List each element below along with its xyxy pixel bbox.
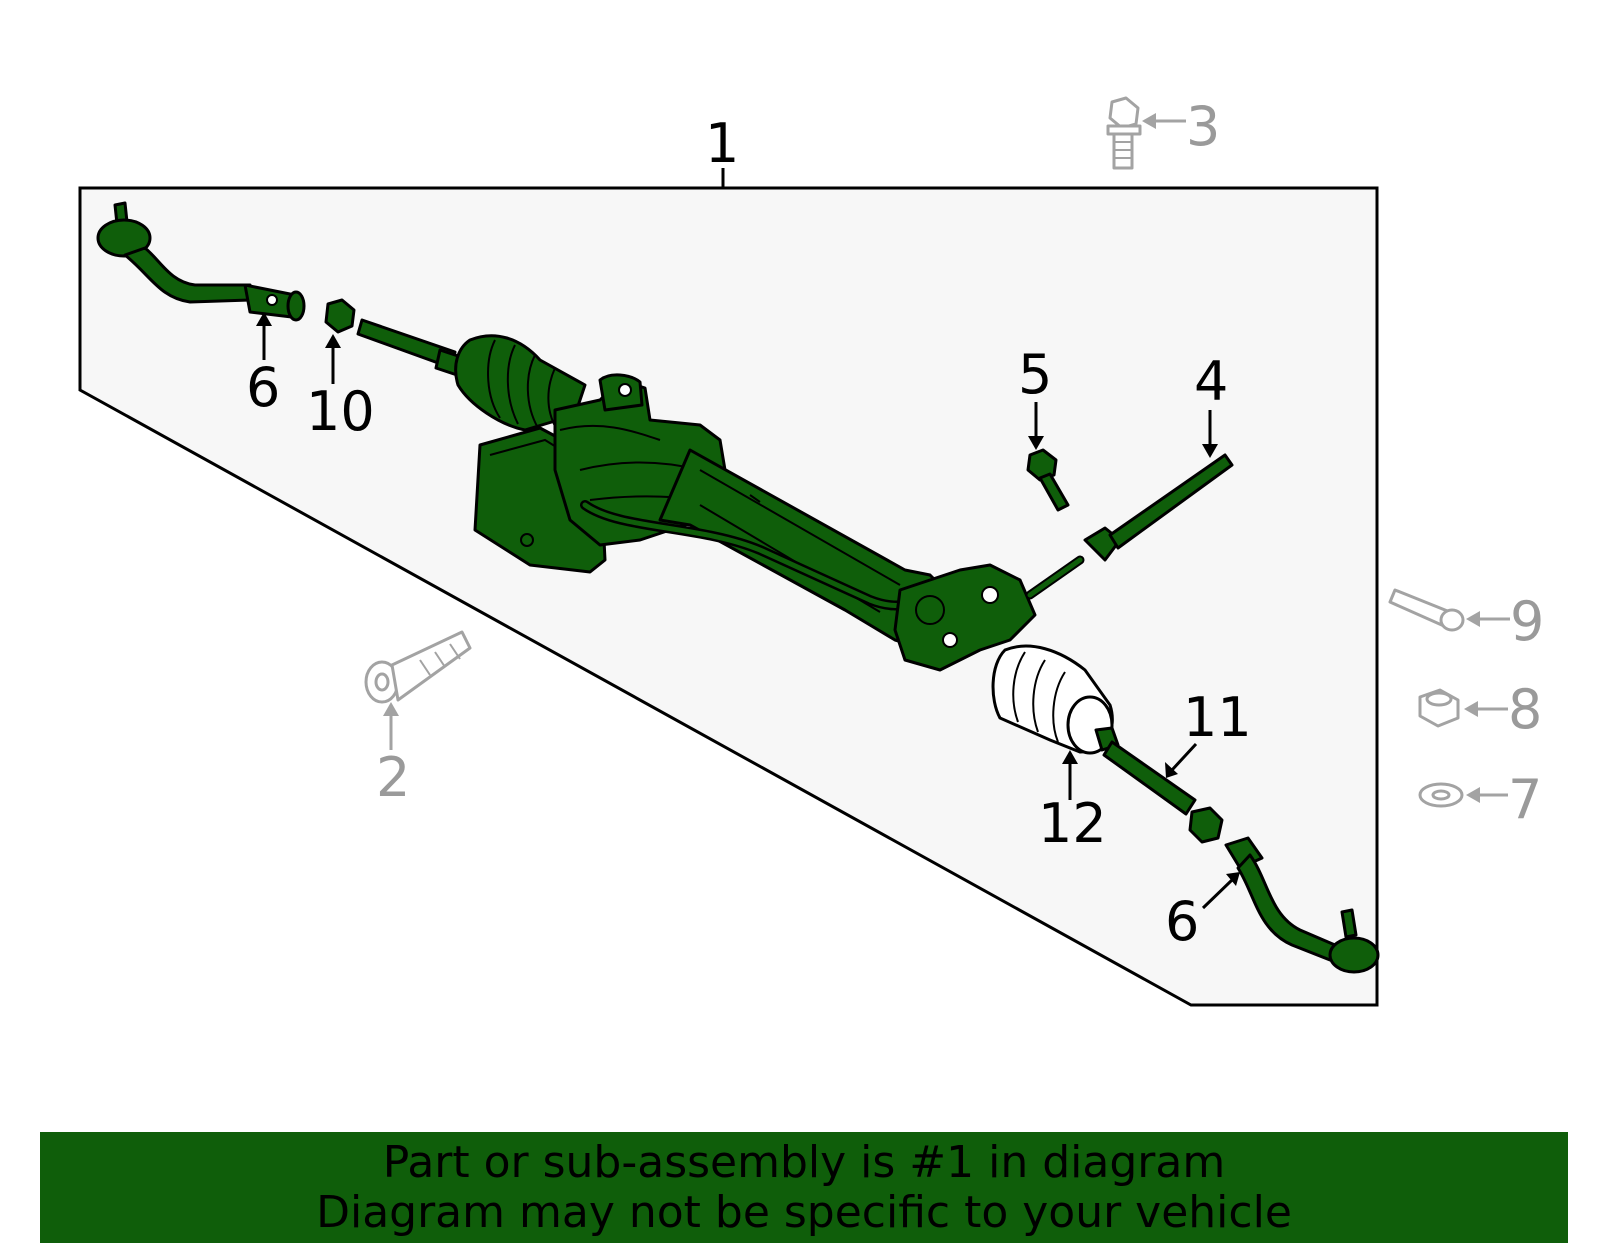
callout-1: 1	[705, 112, 739, 175]
washer-part-7	[1418, 782, 1464, 808]
callout-10: 10	[306, 380, 375, 443]
callout-6-right: 6	[1165, 890, 1199, 953]
assembly-panel	[78, 186, 1379, 1007]
callout-6-left: 6	[246, 356, 280, 419]
left-tie-rod-end	[96, 201, 306, 322]
bolt-part-2	[364, 630, 472, 704]
callout-3: 3	[1186, 95, 1220, 158]
callout-8: 8	[1508, 678, 1542, 741]
callout-12: 12	[1038, 792, 1107, 855]
right-tie-rod-end	[1224, 836, 1380, 974]
callout-9: 9	[1510, 590, 1544, 653]
leader-arrows	[256, 113, 1510, 910]
stud-part-9	[1388, 588, 1465, 632]
bolt-part-5	[1026, 448, 1070, 512]
bolt-part-3	[1106, 96, 1142, 170]
right-jam-nut	[1188, 806, 1224, 844]
nut-part-8	[1418, 688, 1460, 728]
callout-11: 11	[1183, 686, 1252, 749]
right-inner-tie-rod	[1094, 726, 1197, 816]
callout-7: 7	[1508, 768, 1542, 831]
tie-rod-part-4	[1083, 453, 1234, 562]
callout-2: 2	[376, 746, 410, 809]
info-banner: Part or sub-assembly is #1 in diagram Di…	[40, 1132, 1568, 1243]
left-bellows-boot	[454, 334, 587, 432]
rack-housing	[473, 373, 1085, 672]
callout-5: 5	[1018, 343, 1052, 406]
banner-line-2: Diagram may not be specific to your vehi…	[316, 1186, 1292, 1238]
callout-4: 4	[1194, 350, 1228, 413]
left-jam-nut	[324, 298, 356, 334]
banner-line-1: Part or sub-assembly is #1 in diagram	[382, 1136, 1226, 1188]
